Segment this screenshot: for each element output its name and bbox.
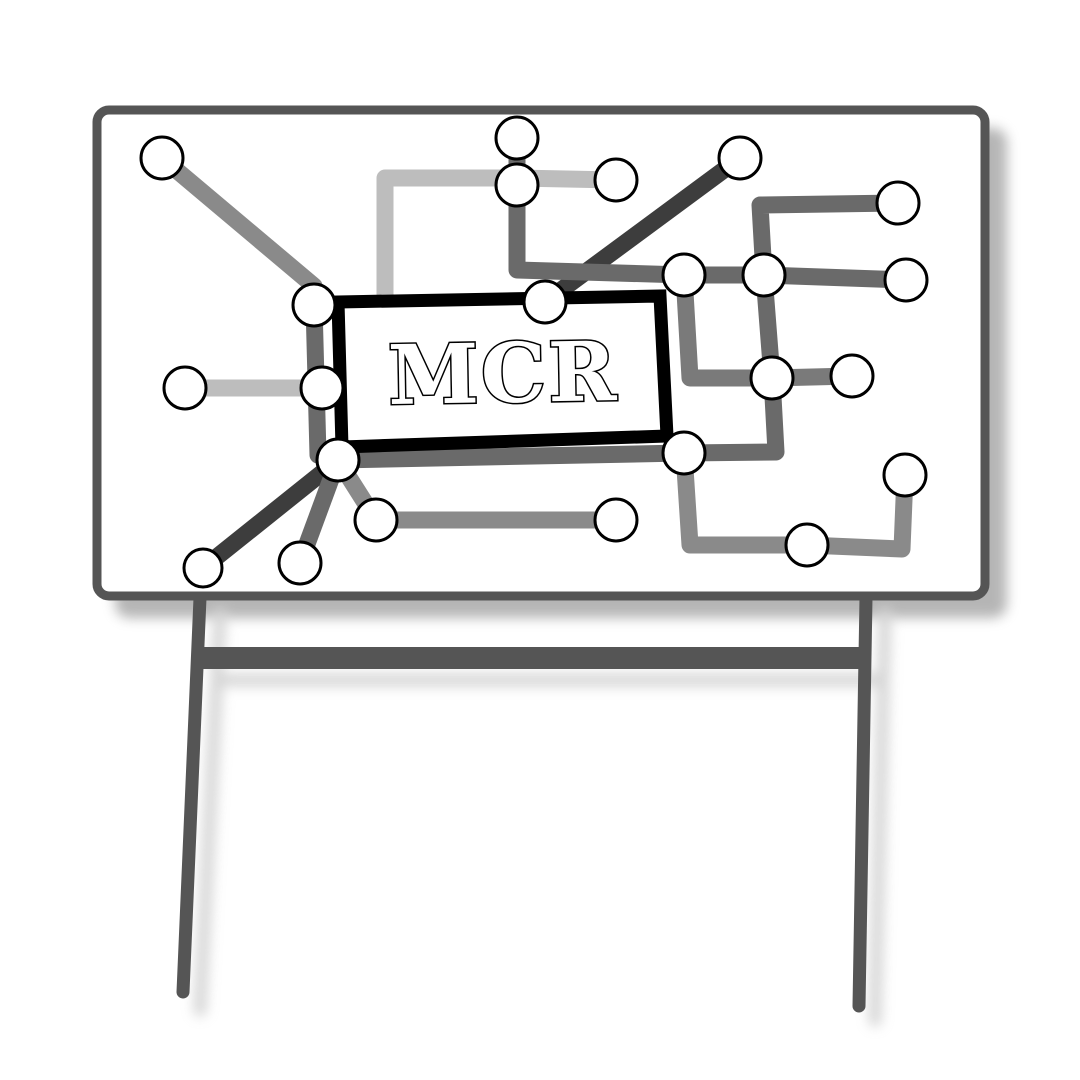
station-circle — [875, 180, 921, 226]
station-circle — [784, 522, 830, 568]
station-circle — [593, 157, 639, 203]
station-circle — [829, 353, 875, 399]
station-circle — [741, 252, 787, 298]
mid-line-central-bottom — [337, 444, 685, 469]
stations — [139, 115, 929, 589]
station-circle — [139, 135, 185, 181]
station-circle — [494, 115, 540, 161]
station-circle — [182, 547, 224, 589]
station-circle — [593, 497, 639, 543]
station-circle — [315, 437, 361, 483]
station-circle — [162, 365, 208, 411]
station-circle — [661, 252, 707, 298]
station-circle — [882, 452, 928, 498]
station-circle — [883, 257, 929, 303]
gray-line-right-branch — [675, 274, 853, 387]
mcr-inner-panel — [378, 318, 628, 422]
station-circle — [749, 355, 795, 401]
mid-line-right — [683, 194, 899, 462]
right-leg — [852, 591, 873, 1013]
sign-stand — [176, 591, 873, 1013]
mcr-label: MCR — [387, 324, 619, 424]
station-circle — [494, 162, 540, 208]
station-circle — [277, 540, 323, 586]
central-station-box: MCR — [331, 289, 674, 454]
station-circle — [661, 430, 707, 476]
station-circle — [353, 497, 399, 543]
left-leg — [176, 591, 207, 999]
station-circle — [291, 282, 337, 328]
station-circle — [717, 135, 763, 181]
station-circle — [299, 365, 345, 411]
station-circle — [522, 279, 568, 325]
